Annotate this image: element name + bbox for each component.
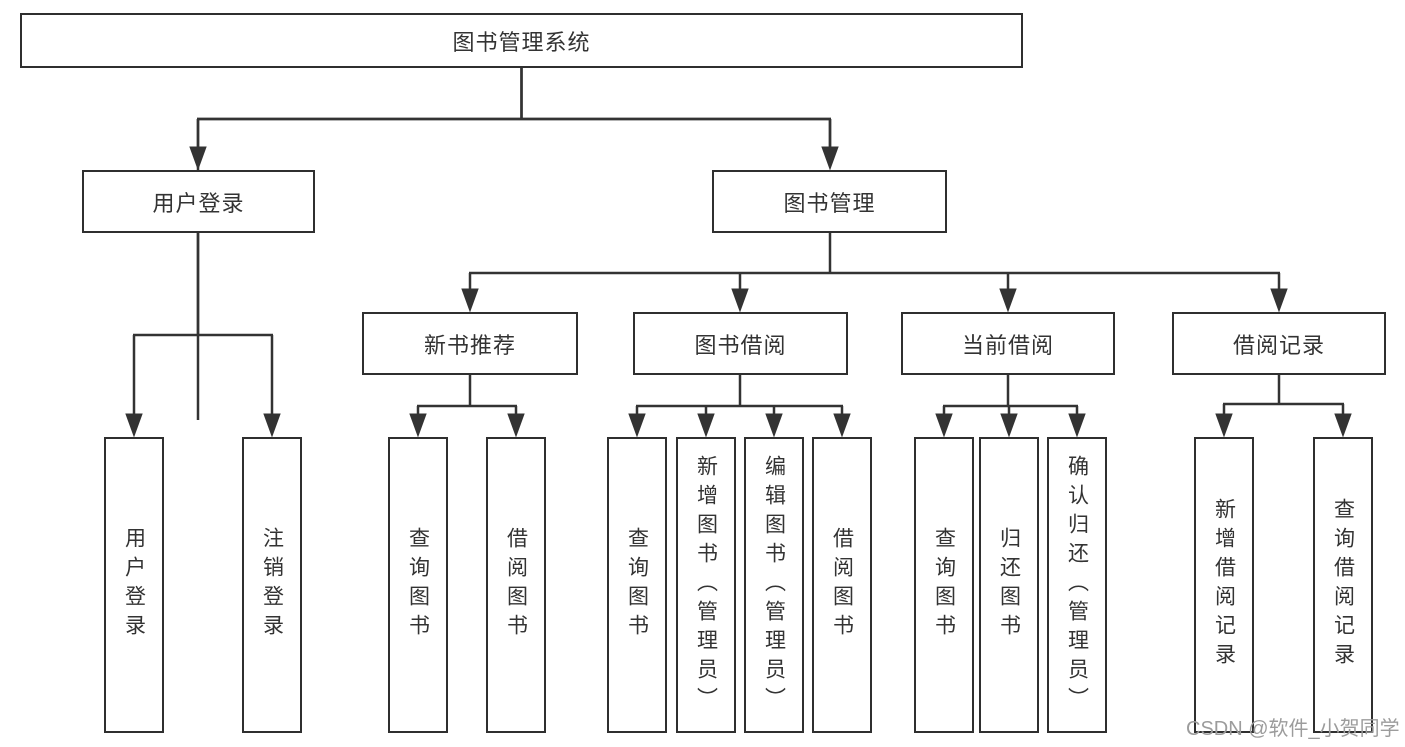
node-label: 确认归还（管理员） bbox=[1065, 454, 1089, 716]
node-label: 查询图书 bbox=[932, 527, 956, 643]
leaf-query-borrow-record: 查询借阅记录 bbox=[1313, 437, 1373, 733]
leaf-add-borrow-record: 新增借阅记录 bbox=[1194, 437, 1254, 733]
connector-borrowrecords-to-leaves bbox=[1215, 375, 1352, 438]
leaf-query-book-newbook: 查询图书 bbox=[388, 437, 448, 733]
leaf-query-book-borrow: 查询图书 bbox=[607, 437, 667, 733]
connector-currentborrow-to-leaves bbox=[935, 375, 1086, 438]
leaf-user-login: 用户登录 bbox=[104, 437, 164, 733]
node-borrow-records: 借阅记录 bbox=[1172, 312, 1386, 375]
node-new-book-recommend: 新书推荐 bbox=[362, 312, 578, 375]
leaf-borrow-book-newbook: 借阅图书 bbox=[486, 437, 546, 733]
node-root-library-system: 图书管理系统 bbox=[20, 13, 1023, 68]
node-label: 借阅图书 bbox=[504, 527, 528, 643]
connector-root-to-level2 bbox=[189, 68, 839, 420]
node-book-borrow: 图书借阅 bbox=[633, 312, 848, 375]
node-label: 查询图书 bbox=[406, 527, 430, 643]
node-label: 用户登录 bbox=[122, 527, 146, 643]
node-label: 当前借阅 bbox=[961, 332, 1054, 358]
node-user-login: 用户登录 bbox=[82, 170, 315, 233]
leaf-add-book-admin: 新增图书（管理员） bbox=[676, 437, 736, 733]
node-label: 注销登录 bbox=[260, 527, 284, 643]
leaf-query-book-current: 查询图书 bbox=[914, 437, 974, 733]
node-label: 查询图书 bbox=[625, 527, 649, 643]
connector-bookborrow-to-leaves bbox=[628, 375, 851, 438]
node-label: 借阅记录 bbox=[1232, 332, 1325, 358]
node-label: 新增借阅记录 bbox=[1212, 498, 1236, 672]
node-label: 归还图书 bbox=[997, 527, 1021, 643]
leaf-edit-book-admin: 编辑图书（管理员） bbox=[744, 437, 804, 733]
node-label: 编辑图书（管理员） bbox=[762, 454, 786, 716]
node-label: 图书借阅 bbox=[694, 332, 787, 358]
node-label: 查询借阅记录 bbox=[1331, 498, 1355, 672]
node-label: 借阅图书 bbox=[830, 527, 854, 643]
connector-bookmgmt-to-level3 bbox=[461, 233, 1288, 313]
node-label: 新书推荐 bbox=[423, 332, 516, 358]
leaf-logout-login: 注销登录 bbox=[242, 437, 302, 733]
leaf-borrow-book: 借阅图书 bbox=[812, 437, 872, 733]
connector-newbook-to-leaves bbox=[409, 375, 525, 438]
node-book-management: 图书管理 bbox=[712, 170, 947, 233]
node-label: 用户登录 bbox=[152, 190, 245, 216]
node-current-borrow: 当前借阅 bbox=[901, 312, 1115, 375]
node-label: 图书管理 bbox=[783, 190, 876, 216]
node-label: 新增图书（管理员） bbox=[694, 454, 718, 716]
csdn-watermark: CSDN @软件_小贺同学 bbox=[1186, 718, 1400, 740]
leaf-confirm-return-admin: 确认归还（管理员） bbox=[1047, 437, 1107, 733]
leaf-return-book: 归还图书 bbox=[979, 437, 1039, 733]
connector-userlogin-to-leaves bbox=[125, 233, 281, 438]
node-label: 图书管理系统 bbox=[452, 29, 591, 55]
